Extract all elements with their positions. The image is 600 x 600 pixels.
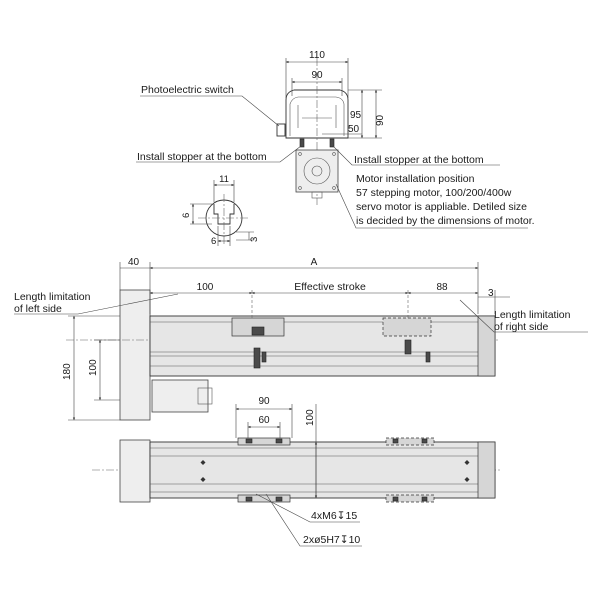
actuator-body-top xyxy=(149,441,496,499)
rail-screws xyxy=(200,460,470,482)
carriage-plate-top xyxy=(237,437,291,446)
side-view: A 40 100 Effective stroke 88 3 180 100 L… xyxy=(14,257,588,421)
label-length-left-2: of left side xyxy=(14,303,62,315)
label-length-right-2: of right side xyxy=(494,321,548,333)
photoelectric-switch-shape xyxy=(276,123,286,137)
dim-6-horizontal: 6 xyxy=(211,236,216,247)
dim-40: 40 xyxy=(128,257,140,268)
dim-6-vertical: 6 xyxy=(181,213,192,218)
label-motor-note-3: servo motor is appliable. Detiled size xyxy=(356,201,527,213)
dim-3-right: 3 xyxy=(488,288,494,299)
label-effective-stroke: Effective stroke xyxy=(294,281,366,293)
label-length-left-1: Length limitation xyxy=(14,291,91,303)
label-photoelectric-switch: Photoelectric switch xyxy=(141,84,234,96)
label-motor-note-2: 57 stepping motor, 100/200/400w xyxy=(356,187,512,199)
label-motor-note-1: Motor installation position xyxy=(356,173,475,185)
dim-180: 180 xyxy=(62,363,73,380)
motor-body-side xyxy=(119,289,151,421)
dim-90-vertical: 90 xyxy=(375,114,386,126)
actuator-body-side xyxy=(149,315,496,377)
dim-110: 110 xyxy=(309,50,325,61)
label-length-right-1: Length limitation xyxy=(494,309,571,321)
label-motor-note-4: is decided by the dimensions of motor. xyxy=(356,215,535,227)
dim-100-vertical: 100 xyxy=(88,359,99,376)
label-install-stopper-right: Install stopper at the bottom xyxy=(354,154,484,166)
dim-11: 11 xyxy=(219,174,229,185)
top-view: 90 60 100 4xM6↧15 2xø5H7↧10 xyxy=(92,396,500,547)
dim-50: 50 xyxy=(348,124,360,135)
label-hole-m6: 4xM6↧15 xyxy=(311,510,357,522)
dim-90-plate: 90 xyxy=(258,396,270,407)
dim-60-plate: 60 xyxy=(258,415,270,426)
end-view: 110 90 95 90 50 Photoelectric switch Ins… xyxy=(136,50,535,229)
dim-100-plate: 100 xyxy=(305,409,316,426)
dim-90-horizontal: 90 xyxy=(311,70,323,81)
dim-a: A xyxy=(311,257,318,268)
label-install-stopper-left: Install stopper at the bottom xyxy=(137,151,267,163)
dim-3-slot: 3 xyxy=(249,237,260,242)
dim-100-left: 100 xyxy=(197,282,214,293)
motor-flange xyxy=(295,149,339,193)
dim-95: 95 xyxy=(350,110,362,121)
slot-detail: 11 6 6 3 xyxy=(181,174,260,247)
motor-bottom xyxy=(151,379,209,413)
dim-88: 88 xyxy=(436,282,448,293)
label-hole-pin: 2xø5H7↧10 xyxy=(303,534,360,546)
